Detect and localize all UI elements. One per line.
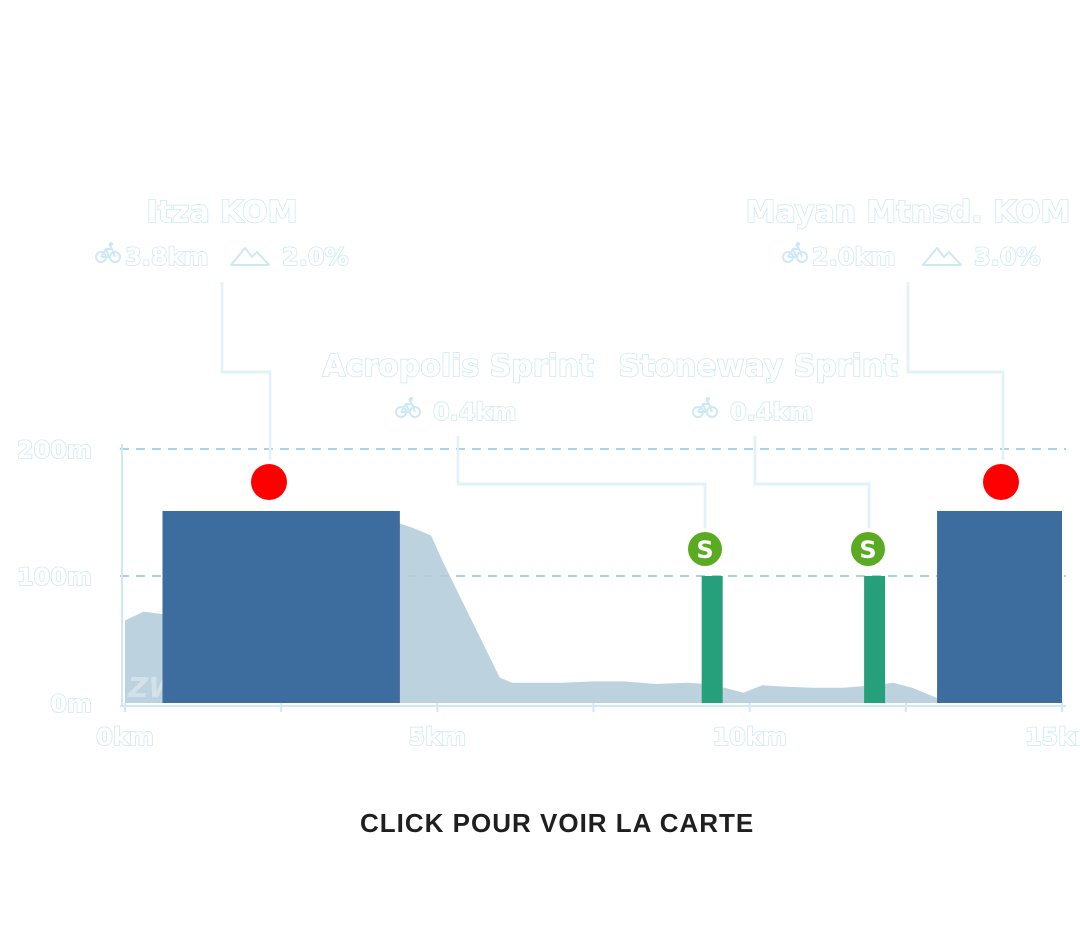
kom-block-0 [162,511,400,703]
bike-icon [782,241,808,263]
segment-leader-inner-1 [457,436,706,530]
segment-distance-0: 3.8km [125,243,208,271]
x-tick-label-5: 5km [408,723,466,751]
segment-title-0: Itza KOM [147,195,298,230]
segment-grade-0: 2.0% [282,243,349,271]
segment-title-2: Stoneway Sprint [618,349,897,384]
segment-title-1: Acropolis Sprint [322,349,593,384]
segment-leader-2 [753,436,871,530]
kom-marker-0 [251,464,287,500]
mountain-icon [922,247,962,266]
bike-icon [692,396,718,418]
segment-leader-inner-0 [221,282,271,462]
y-tick-label-0: 0m [50,690,92,718]
x-tick-label-10: 10km [712,723,786,751]
segment-distance-1: 0.4km [433,398,516,426]
y-tick-label-200: 200m [17,436,92,464]
sprint-marker-letter-2: S [859,536,876,564]
segment-distance-3: 2.0km [812,243,895,271]
sprint-bar-1 [701,576,723,703]
segment-grade-3: 3.0% [974,243,1041,271]
mountain-icon [230,247,270,266]
sprint-bar-2 [864,576,886,703]
segment-leader-1 [456,436,707,530]
x-tick-label-0: 0km [96,723,154,751]
sprint-marker-2 [851,532,885,566]
bike-icon [395,396,421,418]
sprint-marker-letter-1: S [696,536,713,564]
segment-distance-2: 0.4km [730,398,813,426]
sprint-marker-1 [688,532,722,566]
axis-layer: 0km 5km 10km 15km 0m 100m 200m [16,435,1080,752]
grid-layer [120,448,1066,577]
kom-block-3 [937,511,1062,703]
kom-marker-3 [983,464,1019,500]
segment-layer [162,511,1062,703]
y-tick-label-100: 100m [17,563,92,591]
bike-icon [95,241,121,263]
segment-title-3: Mayan Mtnsd. KOM [746,195,1071,230]
segment-leader-inner-3 [907,282,1004,462]
view-map-button[interactable]: CLICK POUR VOIR LA CARTE [352,800,763,847]
x-tick-label-15: 15km [1025,723,1080,751]
segment-leader-inner-2 [754,436,870,530]
